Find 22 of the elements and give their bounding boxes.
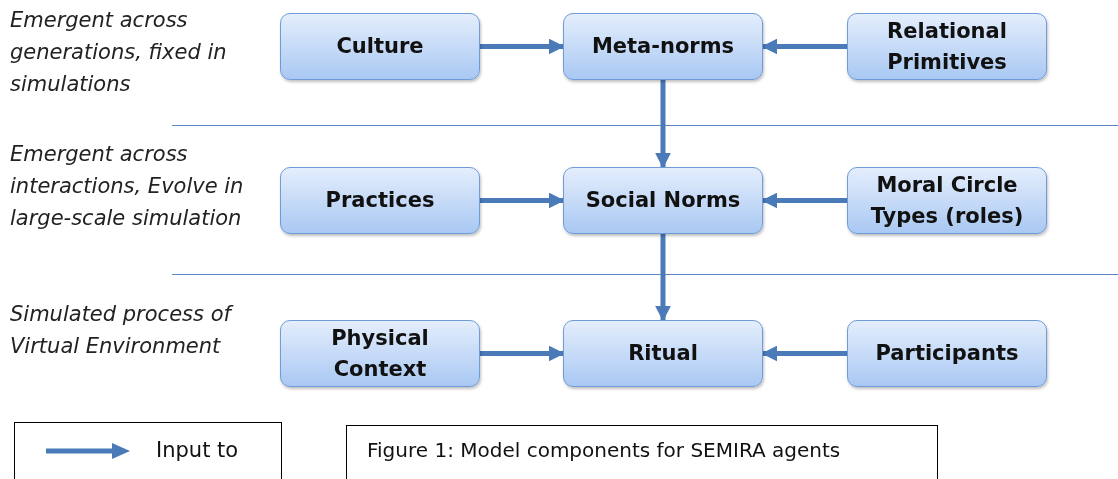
arrow xyxy=(761,192,847,209)
arrow xyxy=(480,38,565,55)
component-box: Relational Primitives xyxy=(847,13,1047,80)
arrow xyxy=(761,345,847,362)
arrow xyxy=(655,80,671,169)
component-box: Culture xyxy=(280,13,480,80)
component-box: Physical Context xyxy=(280,320,480,387)
component-box: Meta-norms xyxy=(563,13,763,80)
row-note: Simulated process of Virtual Environment xyxy=(10,298,255,362)
legend-text: Input to xyxy=(156,438,239,462)
arrow xyxy=(480,192,565,209)
component-box: Social Norms xyxy=(563,167,763,234)
arrow xyxy=(761,38,847,55)
component-box: Participants xyxy=(847,320,1047,387)
arrow xyxy=(655,234,671,322)
row-note: Emergent across generations, fixed in simulations xyxy=(10,7,228,98)
arrow xyxy=(480,345,565,362)
component-box: Practices xyxy=(280,167,480,234)
caption: Figure 1: Model components for SEMIRA agents xyxy=(367,438,841,462)
component-box: Ritual xyxy=(563,320,763,387)
row-note: Emergent across interactions, Evolve in large-scale simulation xyxy=(10,141,245,232)
component-box: Moral Circle Types (roles) xyxy=(847,167,1047,234)
